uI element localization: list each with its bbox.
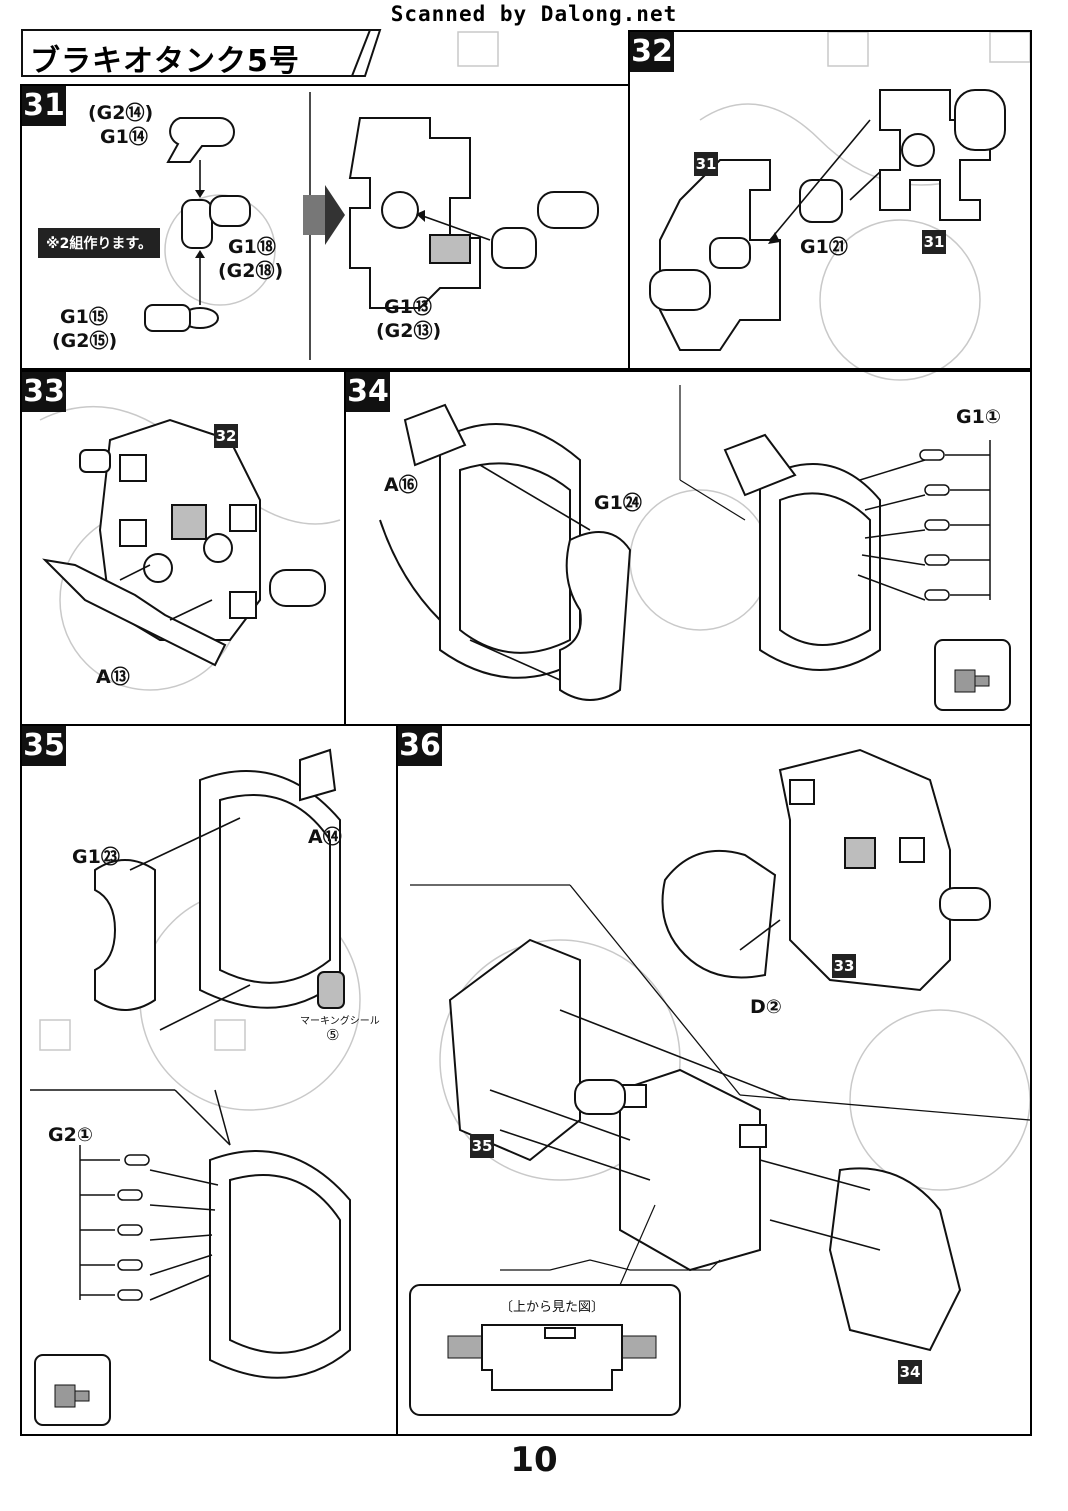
step-ref-badge: 34 (898, 1360, 922, 1384)
step32-art (649, 89, 1006, 351)
part-label: A⑭ (308, 826, 342, 848)
part-label: A⑬ (96, 666, 130, 688)
part-label: (G2⑭) (88, 102, 154, 124)
sticker-label: マーキングシール (300, 1016, 380, 1027)
step31-art (144, 92, 599, 360)
step32-number: 32 (630, 32, 674, 72)
step34-panel (344, 370, 1032, 726)
part-label: G1⑬ (384, 296, 432, 318)
step35-number: 35 (22, 726, 66, 766)
part-label: G1㉑ (800, 236, 848, 258)
step31-number: 31 (22, 86, 66, 126)
part-label: G1㉔ (594, 492, 642, 514)
part-label: D② (750, 996, 782, 1018)
part-label: G1⑮ (60, 306, 108, 328)
page-number: 10 (510, 1440, 558, 1480)
part-label: G1⑭ (100, 126, 148, 148)
step33-number: 33 (22, 372, 66, 412)
step-ref-badge: 31 (694, 152, 718, 176)
part-label: (G2⑮) (52, 330, 118, 352)
part-label: (G2⑬) (376, 320, 442, 342)
step33-panel (20, 370, 346, 726)
page-title: ブラキオタンク5号 (30, 44, 300, 79)
step31-note: ※2組作ります。 (38, 228, 160, 258)
part-label: G2① (48, 1124, 93, 1146)
step34-number: 34 (346, 372, 390, 412)
part-label: (G2⑱) (218, 260, 284, 282)
step-ref-badge: 32 (214, 424, 238, 448)
part-label: G1㉓ (72, 846, 120, 868)
step34-art (379, 385, 1011, 711)
sticker-number: ⑤ (326, 1026, 340, 1044)
step36-number: 36 (398, 726, 442, 766)
watermark: Scanned by Dalong.net (390, 2, 678, 26)
step35-art (30, 748, 351, 1426)
step36-panel (396, 724, 1032, 1436)
step-ref-badge: 33 (832, 954, 856, 978)
inset-caption: 〔上から見た図〕 (500, 1300, 605, 1315)
step33-art (42, 418, 326, 667)
step36-art (409, 748, 1031, 1416)
step-ref-badge: 31 (922, 230, 946, 254)
part-label: A⑯ (384, 474, 418, 496)
step-ref-badge: 35 (470, 1134, 494, 1158)
part-label: G1① (956, 406, 1001, 428)
part-label: G1⑱ (228, 236, 276, 258)
step32-panel (628, 30, 1032, 370)
